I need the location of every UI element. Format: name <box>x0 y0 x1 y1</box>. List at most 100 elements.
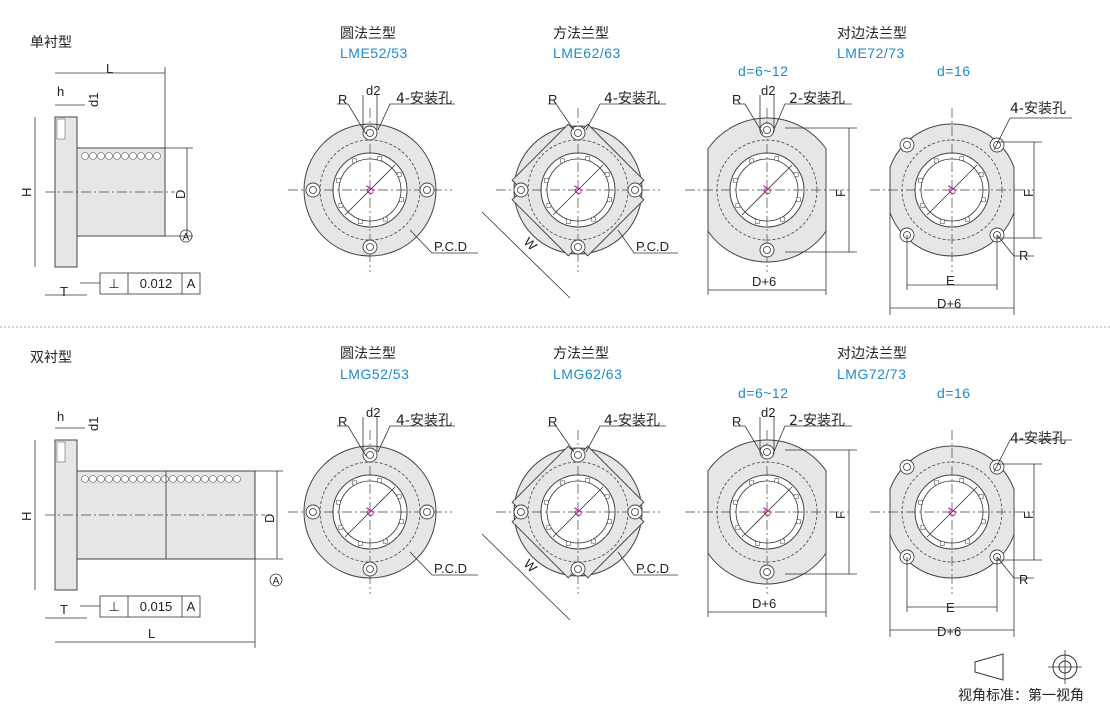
label-mounting-holes: 4-安装孔 <box>604 413 660 429</box>
side-view: h d1 H D T L A ⊥ 0.015 A <box>19 409 283 648</box>
label-R: R <box>338 414 347 429</box>
ball-groove <box>591 216 596 222</box>
label-mounting-holes: 4-安装孔 <box>396 91 452 107</box>
ball-groove <box>357 219 363 224</box>
round-flange-title: 圆法兰型 <box>340 346 396 362</box>
label-R: R <box>1019 572 1028 587</box>
mounting-hole <box>570 125 586 141</box>
ball <box>145 152 153 160</box>
hole-counterbore <box>903 141 911 149</box>
hole-counterbore <box>631 508 639 516</box>
mounting-hole <box>362 447 378 463</box>
label-d2: d2 <box>366 405 380 420</box>
square-flange-title: 方法兰型 <box>553 346 609 362</box>
mounting-hole <box>419 182 435 198</box>
dim-d1: d1 <box>86 93 101 107</box>
hole-counterbore <box>366 243 374 251</box>
label-F: F <box>833 511 848 519</box>
datum-symbol <box>269 573 283 587</box>
mounting-hole <box>759 242 775 258</box>
square-flange-view: R 4-安装孔 P.C.D W d <box>481 413 678 621</box>
ball <box>121 152 129 160</box>
mounting-hole <box>759 122 775 138</box>
tolerance-value: 0.012 <box>140 276 173 291</box>
mounting-hole <box>513 182 529 198</box>
ball-groove <box>796 519 801 525</box>
bore-diameter-line <box>344 486 396 538</box>
ball <box>233 475 241 483</box>
label-R: R <box>732 414 741 429</box>
projection-symbol: 视角标准：第一视角 <box>958 650 1084 704</box>
tolerance-datum: A <box>187 599 196 614</box>
cut-flange-4hole-view: 4-安装孔 F R E D+6 d <box>870 430 1072 639</box>
dim-H: H <box>19 188 34 197</box>
cut-flange-4hole-view: 4-安装孔 F R E D+6 d <box>870 101 1072 315</box>
variant-label: d=16 <box>937 63 971 79</box>
mounting-hole <box>759 564 775 580</box>
label-D-plus-6: D+6 <box>937 296 961 311</box>
ball <box>137 475 145 483</box>
bore-diameter-line <box>552 164 604 216</box>
hole-counterbore <box>366 565 374 573</box>
ball <box>177 475 185 483</box>
ball <box>121 475 129 483</box>
ball-groove <box>565 219 571 224</box>
dim-line-W <box>481 533 571 621</box>
variant-label: d=16 <box>937 385 971 401</box>
label-F: F <box>1021 511 1036 519</box>
label-F: F <box>1021 189 1036 197</box>
tolerance-symbol: ⊥ <box>108 276 119 291</box>
mounting-hole <box>513 504 529 520</box>
dim-L: L <box>106 61 113 76</box>
label-pcd: P.C.D <box>434 239 467 254</box>
hole-counterbore <box>763 126 771 134</box>
ball-groove <box>959 478 965 483</box>
row-double-liner: 双衬型 h d1 H D T L A ⊥ 0.015 A 圆法兰型 LMG52/… <box>19 346 1072 648</box>
label-mounting-holes: 2-安装孔 <box>789 91 845 107</box>
label-R: R <box>548 414 557 429</box>
ball <box>129 152 137 160</box>
ball-groove <box>396 494 402 499</box>
ball <box>97 152 105 160</box>
leader-line <box>377 425 455 453</box>
mounting-hole-section <box>56 118 66 140</box>
leader-line <box>585 103 666 131</box>
ball-groove <box>939 219 945 224</box>
square-flange-model: LME62/63 <box>553 45 621 61</box>
round-flange-view: R d2 4-安装孔 P.C.D d <box>288 405 478 594</box>
ball-groove <box>396 172 402 177</box>
ball-groove <box>793 172 799 177</box>
hole-counterbore <box>574 243 582 251</box>
dim-T: T <box>60 284 68 299</box>
ball-groove <box>749 158 754 164</box>
ball <box>89 152 97 160</box>
hole-counterbore <box>574 565 582 573</box>
hole-counterbore <box>631 186 639 194</box>
label-pcd: P.C.D <box>434 561 467 576</box>
round-flange-model: LMG52/53 <box>340 366 409 382</box>
cut-flange-model: LME72/73 <box>837 45 905 61</box>
projection-label: 视角标准：第一视角 <box>958 687 1084 704</box>
ball <box>201 475 209 483</box>
label-mounting-holes: 4-安装孔 <box>396 413 452 429</box>
hole-counterbore <box>574 129 582 137</box>
bore-diameter-line <box>552 486 604 538</box>
label-mounting-holes: 4-安装孔 <box>1010 101 1066 117</box>
ball <box>209 475 217 483</box>
side-view: L h d1 H D T A ⊥ 0.012 A <box>19 61 201 299</box>
ball-groove <box>336 499 341 505</box>
tolerance-frame: ⊥ 0.015 A <box>108 599 195 614</box>
bore-diameter-line <box>344 164 396 216</box>
cut-flange-model: LMG72/73 <box>837 366 906 382</box>
variant-label: d=6~12 <box>738 385 789 401</box>
mounting-hole <box>570 447 586 463</box>
ball-groove <box>793 494 799 499</box>
ball-groove <box>774 478 780 483</box>
bore-diameter-line <box>741 164 793 216</box>
round-flange-view: R d2 4-安装孔 P.C.D d <box>288 83 478 272</box>
tolerance-datum: A <box>187 276 196 291</box>
ball <box>89 475 97 483</box>
ball-groove <box>377 478 383 483</box>
hole-counterbore <box>763 246 771 254</box>
